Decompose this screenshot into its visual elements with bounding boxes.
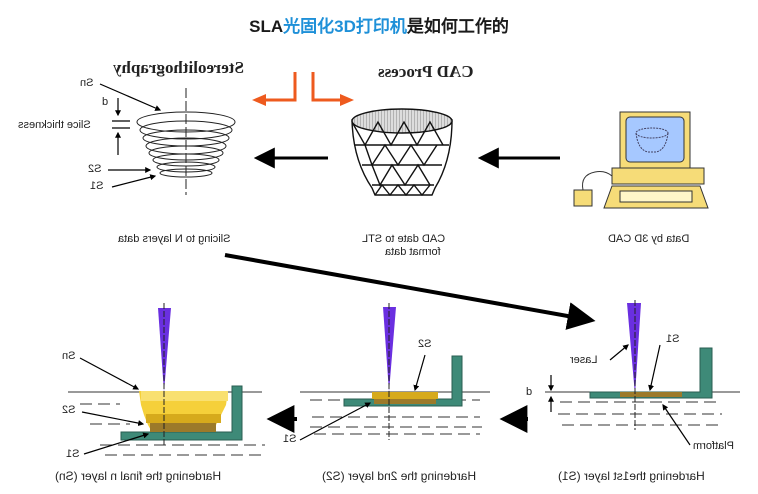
page-title: SLA光固化3D打印机是如何工作的 [0, 12, 758, 37]
step2-annotation-arrows [299, 354, 426, 441]
caption-stl-line1: CAD date to STL [362, 233, 446, 245]
step2-vat-illustration [300, 303, 490, 440]
step2-s2-label: S2 [418, 338, 432, 350]
step2-caption: Hardening the 2nd layer (S2) [322, 469, 477, 483]
title-highlight: 光固化3D打印机 [283, 17, 407, 36]
step1-laser-label: Laser [570, 354, 598, 366]
stereolithography-label: Stereolithography [113, 58, 244, 77]
sliced-model-icon [136, 88, 236, 195]
step1-annotation-arrows [548, 344, 691, 446]
step2-s1-label: S1 [283, 433, 297, 445]
step3-s1-label: S1 [66, 448, 80, 460]
slice-label-d: d [102, 96, 109, 108]
slice-annotation-arrows [99, 83, 162, 188]
title-suffix: 是如何工作的 [406, 17, 509, 36]
step3-caption: Hardening the final n layer (Sn) [55, 469, 222, 483]
slice-label-s2: S2 [88, 163, 102, 175]
caption-slicing: Slicing to N layers data [118, 233, 231, 245]
title-prefix: SLA [249, 17, 284, 36]
orange-arrows-icon [265, 72, 340, 102]
slice-label-s1: S1 [90, 180, 104, 192]
orange-arrow-left-head [252, 94, 266, 106]
orange-arrow-right-head [340, 94, 354, 106]
slice-thickness-label: Slice thickness [18, 119, 91, 131]
step3-vat-illustration [68, 303, 265, 456]
step1-d-label: d [526, 386, 533, 398]
step3-sn-label: Sn [62, 350, 76, 362]
stl-mesh-bowl-icon [351, 108, 453, 197]
slice-label-sn: Sn [80, 77, 94, 89]
step3-s2-label: S2 [62, 404, 76, 416]
caption-cad: Data by 3D CAD [608, 233, 690, 245]
cad-process-label: CAD Process [378, 62, 474, 81]
step1-vat-illustration [545, 300, 740, 430]
step1-caption: Hardening the1st layer (S1) [558, 469, 705, 483]
caption-stl-line2: format data [385, 246, 441, 258]
computer-icon [573, 111, 709, 209]
step1-s1-label: S1 [666, 333, 680, 345]
flow-arrow-to-step1 [224, 253, 596, 330]
step1-platform-label: Platform [693, 440, 734, 452]
step3-annotation-arrows [79, 357, 150, 455]
